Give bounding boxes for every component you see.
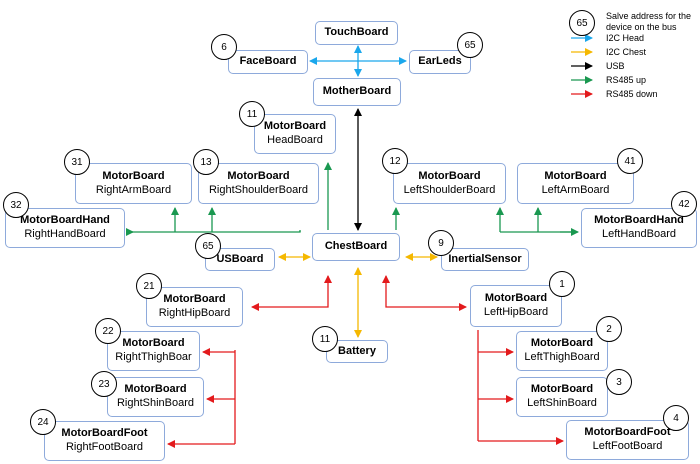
legend-address-text-2: device on the bus (606, 22, 677, 32)
face-board-address: 6 (211, 34, 237, 60)
rs485-down-links (167, 275, 564, 448)
left-hand-board-subtitle: LeftHandBoard (602, 228, 676, 240)
left-shin-board: MotorBoard LeftShinBoard (516, 377, 608, 417)
head-board: MotorBoard HeadBoard (254, 114, 336, 154)
inertial-sensor-title: InertialSensor (448, 252, 522, 265)
right-hand-board-subtitle: RightHandBoard (24, 228, 106, 240)
right-hand-board-address: 32 (3, 192, 29, 218)
left-thigh-board-title: MotorBoard (530, 337, 594, 350)
touch-board: TouchBoard (315, 21, 398, 45)
left-arm-board: MotorBoard LeftArmBoard (517, 163, 634, 204)
left-thigh-board-address: 2 (596, 316, 622, 342)
right-thigh-board-title: MotorBoard (122, 337, 185, 350)
left-shin-board-address: 3 (606, 369, 632, 395)
left-thigh-board: MotorBoard LeftThighBoard (516, 331, 608, 371)
right-hip-board-address: 21 (136, 273, 162, 299)
rs485-up-links (126, 162, 579, 236)
legend-usb-label: USB (606, 61, 625, 71)
legend-swatches (571, 34, 593, 98)
left-foot-board-address: 4 (663, 405, 689, 431)
left-shoulder-board-subtitle: LeftShoulderBoard (403, 183, 496, 196)
left-hip-board-subtitle: LeftHipBoard (483, 306, 549, 318)
face-board: FaceBoard (228, 50, 308, 74)
legend-rs485-up-label: RS485 up (606, 75, 647, 85)
us-board-title: USBoard (216, 252, 264, 265)
head-board-address: 11 (239, 101, 265, 127)
head-board-title: MotorBoard (263, 120, 327, 133)
ear-leds: EarLeds (409, 50, 471, 74)
inertial-sensor: InertialSensor (441, 248, 529, 271)
right-shin-board-address: 23 (91, 371, 117, 397)
right-shin-board: MotorBoard RightShinBoard (107, 377, 204, 417)
right-hand-board: MotorBoardHand RightHandBoard (5, 208, 125, 248)
left-arm-board-subtitle: LeftArmBoard (541, 183, 610, 196)
legend-address-badge: 65 (569, 10, 595, 36)
right-foot-board: MotorBoardFoot RightFootBoard (44, 421, 165, 461)
right-hand-board-title: MotorBoardHand (20, 214, 110, 227)
right-foot-board-title: MotorBoardFoot (61, 427, 148, 440)
right-foot-board-subtitle: RightFootBoard (65, 441, 144, 453)
legend-address-text-1: Salve address for the (606, 11, 692, 21)
right-arm-board: MotorBoard RightArmBoard (75, 163, 192, 204)
left-shoulder-board-title: MotorBoard (418, 169, 481, 182)
face-board-title: FaceBoard (239, 55, 297, 68)
right-thigh-board: MotorBoard RightThighBoar (107, 331, 200, 371)
right-arm-board-title: MotorBoard (102, 169, 165, 182)
i2c-head-links (309, 45, 407, 77)
left-hip-board: MotorBoard LeftHipBoard (470, 285, 562, 327)
legend-rs485-down-label: RS485 down (606, 89, 658, 99)
mother-board-title: MotherBoard (322, 85, 392, 98)
right-shin-board-title: MotorBoard (124, 383, 187, 396)
left-foot-board-subtitle: LeftFootBoard (592, 440, 663, 452)
left-hand-board-address: 42 (671, 191, 697, 217)
legend-i2c-head-label: I2C Head (606, 33, 645, 43)
inertial-sensor-address: 9 (428, 230, 454, 256)
left-foot-board-title: MotorBoardFoot (584, 426, 671, 439)
ear-leds-address: 65 (457, 32, 483, 58)
left-arm-board-title: MotorBoard (544, 169, 607, 182)
right-thigh-board-subtitle: RightThighBoar (115, 351, 192, 363)
chest-board-title: ChestBoard (324, 240, 388, 253)
link-rshoulder-bus (130, 231, 301, 233)
right-shin-board-subtitle: RightShinBoard (116, 397, 195, 409)
left-hip-board-title: MotorBoard (484, 292, 548, 305)
left-arm-board-address: 41 (617, 148, 643, 174)
left-shin-board-title: MotorBoard (530, 383, 594, 396)
right-shoulder-board-title: MotorBoard (227, 169, 290, 182)
right-hip-board-subtitle: RightHipBoard (158, 307, 231, 319)
battery: Battery (326, 340, 388, 363)
left-hand-board-title: MotorBoardHand (594, 214, 684, 227)
right-hip-board: MotorBoard RightHipBoard (146, 287, 243, 327)
left-hip-board-address: 1 (549, 271, 575, 297)
i2c-chest-links (278, 253, 438, 338)
touch-board-title: TouchBoard (324, 26, 389, 39)
left-shin-board-subtitle: LeftShinBoard (527, 397, 597, 409)
right-shoulder-board: MotorBoard RightShoulderBoard (198, 163, 319, 204)
right-hip-board-title: MotorBoard (163, 293, 226, 306)
us-board-address: 65 (195, 233, 221, 259)
right-arm-board-subtitle: RightArmBoard (95, 183, 172, 196)
us-board: USBoard (205, 248, 275, 271)
left-shoulder-board: MotorBoard LeftShoulderBoard (393, 163, 506, 204)
right-foot-board-address: 24 (30, 409, 56, 435)
battery-title: Battery (338, 344, 376, 357)
legend-i2c-chest-label: I2C Chest (606, 47, 647, 57)
right-shoulder-board-address: 13 (193, 149, 219, 175)
link-chest-lhip (382, 275, 467, 311)
chest-board: ChestBoard (312, 233, 400, 261)
ear-leds-title: EarLeds (418, 55, 462, 68)
right-shoulder-board-subtitle: RightShoulderBoard (208, 183, 309, 196)
left-shoulder-board-address: 12 (382, 148, 408, 174)
mother-board: MotherBoard (313, 78, 401, 106)
left-thigh-board-subtitle: LeftThighBoard (524, 351, 600, 363)
battery-address: 11 (312, 326, 338, 352)
right-arm-board-address: 31 (64, 149, 90, 175)
link-chest-rhip (251, 275, 332, 311)
head-board-subtitle: HeadBoard (267, 134, 323, 146)
right-thigh-board-address: 22 (95, 318, 121, 344)
